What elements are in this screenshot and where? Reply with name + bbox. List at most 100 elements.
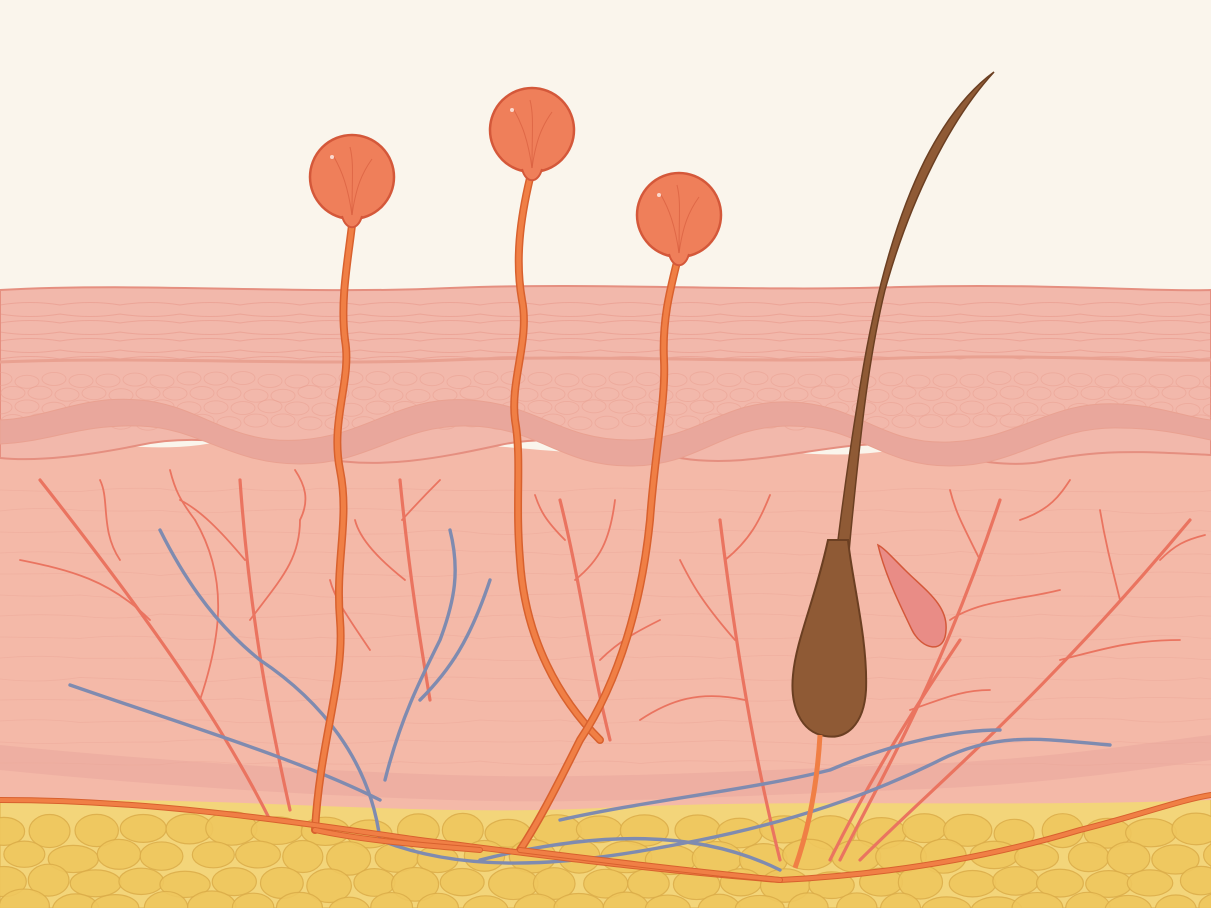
cell — [756, 387, 782, 402]
fat-cell — [325, 841, 372, 876]
vein-branch — [383, 528, 457, 782]
cell — [216, 386, 242, 401]
capillary-branch — [1159, 534, 1206, 561]
fat-cell — [52, 893, 100, 908]
fat-cell — [1179, 865, 1211, 896]
fat-cell — [644, 894, 691, 908]
fat-cell — [1171, 812, 1211, 846]
capillary-branch — [169, 469, 196, 521]
cell — [257, 374, 283, 388]
receptor-neck — [668, 253, 690, 267]
stratum-boundary — [0, 355, 1211, 364]
capillary-branch — [858, 518, 1192, 862]
fat-cell — [1151, 844, 1200, 875]
cell — [284, 401, 310, 416]
cell — [1161, 385, 1187, 400]
capillary-branch — [828, 638, 962, 862]
fat-cell — [159, 870, 211, 899]
striation-line — [0, 320, 1211, 324]
nerve-fiber — [511, 175, 603, 743]
fat-cell — [1104, 894, 1153, 908]
fat-cell — [96, 838, 142, 870]
cell — [891, 414, 917, 429]
vein-branch — [558, 728, 1002, 822]
dermis-fiber — [0, 487, 1211, 493]
cell — [365, 371, 391, 386]
cell — [1094, 374, 1120, 388]
striation-line — [0, 349, 1211, 353]
fat-cell — [782, 838, 835, 871]
cell — [972, 413, 998, 428]
fat-cell — [1067, 841, 1110, 873]
fat-cell — [28, 813, 71, 849]
cell — [270, 388, 296, 403]
cell — [176, 371, 202, 386]
cell — [338, 371, 364, 385]
cell — [918, 386, 944, 401]
receptor-vein — [660, 194, 680, 254]
cell — [729, 388, 755, 402]
cell — [1121, 373, 1147, 388]
cell — [797, 373, 823, 388]
cell — [1013, 371, 1039, 386]
hair — [791, 71, 995, 869]
fat-cell — [27, 863, 70, 897]
dermis-texture — [0, 487, 1211, 766]
cell — [608, 399, 634, 414]
striation-line — [0, 313, 1211, 317]
cell — [297, 385, 323, 399]
fat-cell — [0, 816, 26, 846]
striation-line — [0, 331, 1211, 335]
receptor-highlight — [510, 108, 514, 112]
capillary-branch — [329, 579, 371, 651]
capillary-branch — [909, 689, 991, 711]
nerve-fiber — [313, 828, 482, 852]
cell — [689, 371, 715, 386]
fat-cell — [439, 867, 485, 897]
cell — [351, 386, 377, 401]
cell — [878, 372, 904, 387]
cell — [527, 400, 553, 414]
cell — [689, 399, 715, 414]
cell — [405, 388, 431, 403]
fat-cell — [234, 840, 282, 869]
capillary-branch — [949, 589, 1061, 621]
cell — [972, 386, 998, 401]
cell — [1175, 374, 1201, 389]
cell — [594, 387, 620, 402]
capillary-branch — [574, 499, 616, 581]
cell — [527, 371, 553, 386]
cell — [743, 371, 769, 386]
cell — [554, 400, 580, 415]
fat-cell — [992, 866, 1040, 896]
fat-cell — [879, 892, 922, 908]
fat-cell — [462, 895, 509, 908]
cell — [1067, 373, 1093, 387]
cell — [324, 386, 350, 401]
capillary-branch — [1059, 639, 1181, 661]
fat-cell — [1202, 843, 1211, 867]
cell — [959, 373, 985, 388]
cell — [999, 413, 1025, 428]
cell — [243, 413, 269, 428]
vein-branch — [378, 737, 1112, 865]
cell — [419, 372, 445, 387]
cell — [0, 372, 13, 386]
fat-cell — [1065, 891, 1111, 908]
fat-cell — [118, 867, 165, 896]
capillary-branch — [838, 498, 1002, 862]
fat-cell — [901, 813, 947, 844]
cell — [675, 388, 701, 402]
fat-cell — [697, 893, 741, 908]
cell — [297, 416, 323, 431]
cell — [54, 387, 80, 402]
cell — [446, 375, 472, 389]
capillary-branch — [401, 479, 441, 521]
cell — [999, 385, 1025, 400]
dermis-fiber — [0, 528, 1211, 535]
fat-cell — [948, 869, 997, 898]
capillary-branch — [294, 469, 307, 521]
fat-cell — [513, 893, 559, 908]
